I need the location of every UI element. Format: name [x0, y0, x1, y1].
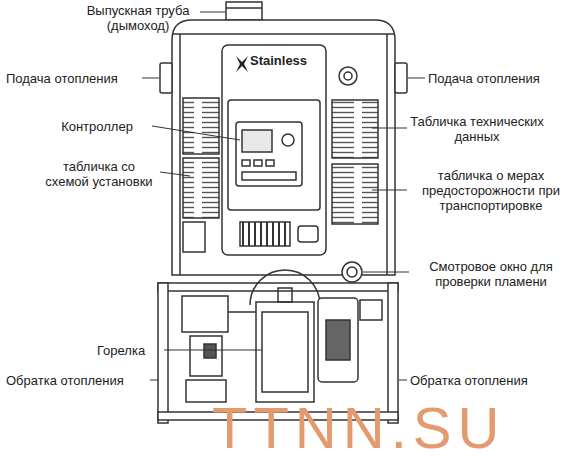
part-label: Подача отопления [6, 71, 156, 86]
part-label: табличка со схемой установки [40, 159, 158, 189]
part-label: Смотровое окно для проверки пламени [411, 259, 571, 289]
part-label: Табличка технических данных [410, 114, 544, 144]
watermark: TTNN.SU [212, 398, 564, 458]
part-label: Обратка отопления [6, 373, 156, 388]
logo-text: Stainless [250, 53, 320, 68]
part-label: Выпускная труба (дымоход) [68, 3, 208, 33]
logo-mark [236, 56, 248, 72]
part-label: Контроллер [42, 119, 152, 134]
part-label: Обратка отопления [410, 373, 560, 388]
part-label: Подача отопления [428, 71, 578, 86]
watermark-text: TTNN.SU [212, 398, 505, 458]
part-label: Горелка [80, 343, 162, 358]
part-label: табличка о мерах предосторожности при тр… [408, 168, 574, 213]
